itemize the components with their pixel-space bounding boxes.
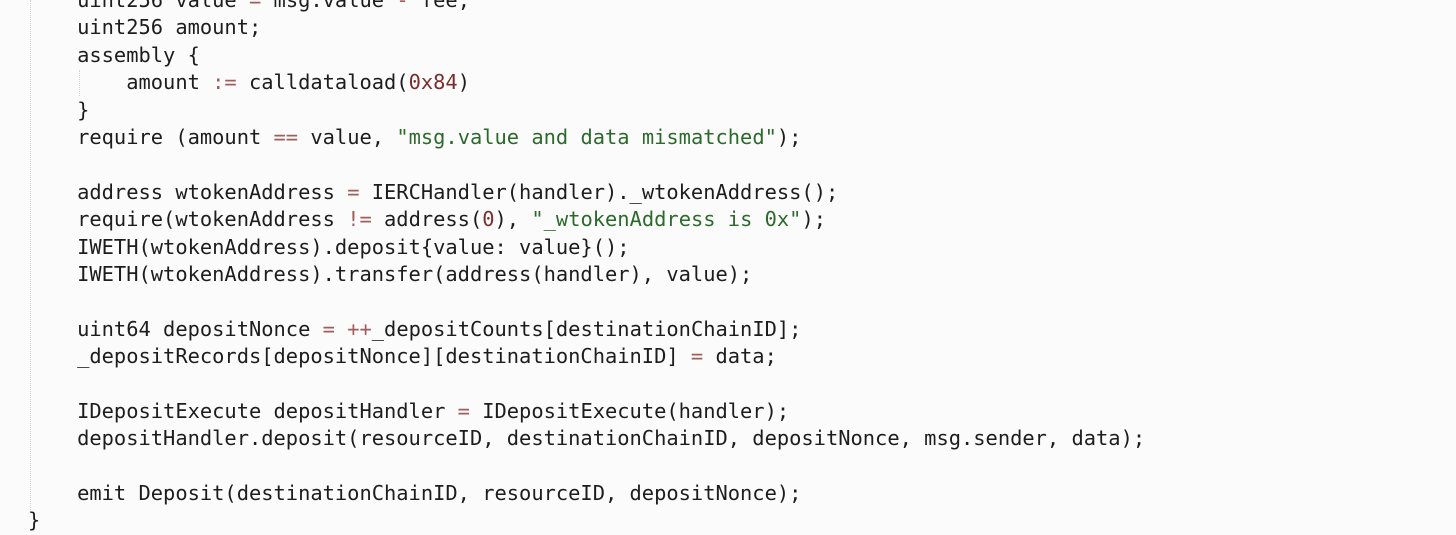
code-line[interactable] (28, 288, 1145, 315)
code-line[interactable]: IDepositExecute depositHandler = IDeposi… (28, 398, 1145, 425)
code-line[interactable]: amount := calldataload(0x84) (28, 69, 1145, 96)
code-line[interactable]: uint256 amount; (28, 14, 1145, 41)
operator: = (457, 398, 470, 423)
code-token: } (28, 97, 90, 122)
operator: ++ (347, 316, 372, 341)
code-line[interactable]: } (28, 97, 1145, 124)
code-token: assembly { (28, 42, 200, 67)
operator: = (322, 316, 335, 341)
code-token: _depositCounts[destinationChainID]; (371, 316, 802, 341)
code-token: data; (703, 344, 777, 369)
operator: = (690, 344, 704, 369)
code-line[interactable]: _depositRecords[depositNonce][destinatio… (28, 343, 1145, 370)
code-line[interactable]: IWETH(wtokenAddress).transfer(address(ha… (28, 261, 1145, 288)
code-token: uint64 depositNonce (28, 316, 323, 341)
code-token: IWETH(wtokenAddress).deposit{value: valu… (28, 234, 630, 259)
code-line[interactable]: uint64 depositNonce = ++_depositCounts[d… (28, 316, 1145, 343)
code-token: require(wtokenAddress (28, 207, 348, 232)
code-token: ) (457, 70, 470, 95)
code-token: msg.value (261, 0, 397, 12)
code-line[interactable]: address wtokenAddress = IERCHandler(hand… (28, 179, 1145, 206)
code-line[interactable]: depositHandler.deposit(resourceID, desti… (28, 425, 1145, 452)
code-token: } (28, 508, 41, 533)
code-token: IERCHandler(handler)._wtokenAddress(); (359, 179, 839, 204)
indent-guide (79, 70, 80, 96)
code-token: address wtokenAddress (28, 179, 348, 204)
string-literal: "_wtokenAddress is 0x" (531, 207, 802, 232)
operator: != (347, 207, 372, 232)
code-token: calldataload( (236, 70, 409, 95)
code-token: value, (298, 124, 397, 149)
code-token: _depositRecords[depositNonce][destinatio… (28, 344, 691, 369)
code-line[interactable]: assembly { (28, 42, 1145, 69)
code-token: ), (494, 207, 532, 232)
code-line[interactable]: } (28, 507, 1145, 534)
operator: := (212, 70, 237, 95)
indent-guide (30, 0, 31, 512)
operator: = (248, 0, 262, 12)
operator: == (273, 124, 299, 149)
code-block[interactable]: uint256 value = msg.value - fee; uint256… (28, 0, 1145, 535)
number-literal: 0x84 (408, 70, 458, 95)
code-token: address( (371, 207, 483, 232)
code-line[interactable] (28, 453, 1145, 480)
code-token: IWETH(wtokenAddress).transfer(address(ha… (28, 261, 753, 286)
code-line[interactable] (28, 151, 1145, 178)
number-literal: 0 (482, 207, 495, 232)
code-token: require (amount (28, 124, 274, 149)
code-line[interactable]: IWETH(wtokenAddress).deposit{value: valu… (28, 234, 1145, 261)
code-token: uint256 amount; (28, 15, 262, 40)
code-token: fee; (408, 0, 470, 12)
code-line[interactable]: emit Deposit(destinationChainID, resourc… (28, 480, 1145, 507)
code-line[interactable] (28, 370, 1145, 397)
operator: = (347, 179, 360, 204)
code-token: ); (776, 124, 802, 149)
code-token: IDepositExecute depositHandler (28, 398, 458, 423)
code-token: IDepositExecute(handler); (469, 398, 790, 423)
code-token: emit Deposit(destinationChainID, resourc… (28, 481, 802, 506)
operator: - (396, 0, 409, 12)
code-token: uint256 value (28, 0, 249, 12)
string-literal: "msg.value and data mismatched" (396, 124, 777, 149)
code-token (335, 317, 347, 341)
code-line[interactable]: require(wtokenAddress != address(0), "_w… (28, 206, 1145, 233)
code-line[interactable]: uint256 value = msg.value - fee; (28, 0, 1145, 14)
code-line[interactable]: require (amount == value, "msg.value and… (28, 124, 1145, 151)
code-token: amount (28, 70, 213, 95)
code-token: ); (801, 207, 827, 232)
code-token: depositHandler.deposit(resourceID, desti… (28, 426, 1146, 451)
